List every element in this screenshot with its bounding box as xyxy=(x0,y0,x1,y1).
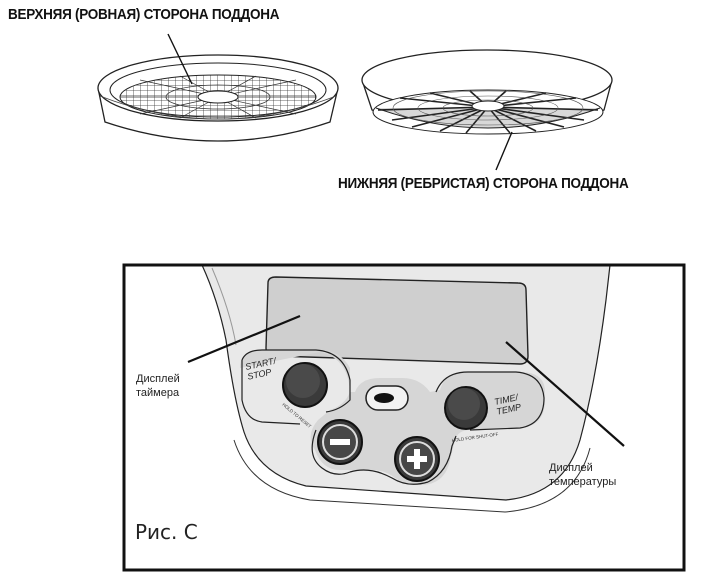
top-label-leader-line xyxy=(167,33,193,85)
control-panel-figure xyxy=(124,264,684,570)
figure-caption: Рис. С xyxy=(135,520,198,544)
timer-display-leader-line xyxy=(187,314,301,364)
start-stop-label: START/ STOP xyxy=(244,355,281,382)
plus-icon xyxy=(407,449,427,469)
figure-frame xyxy=(122,263,686,572)
temp-display-leader-line xyxy=(505,341,625,447)
plus-button[interactable] xyxy=(394,436,440,482)
tray-top-side-illustration xyxy=(97,54,339,142)
minus-icon xyxy=(330,439,350,445)
time-temp-sublabel: HOLD FOR SHUT-OFF xyxy=(451,431,498,443)
start-stop-button[interactable] xyxy=(282,362,328,408)
indicator-light xyxy=(365,385,409,411)
bottom-side-label: НИЖНЯЯ (РЕБРИСТАЯ) СТОРОНА ПОДДОНА xyxy=(338,175,629,192)
top-side-label: ВЕРХНЯЯ (РОВНАЯ) СТОРОНА ПОДДОНА xyxy=(8,6,280,23)
temperature-display-label: Дисплей температуры xyxy=(549,462,617,488)
tray-bottom-side-illustration xyxy=(361,49,613,135)
time-temp-button[interactable] xyxy=(444,386,488,430)
minus-button[interactable] xyxy=(317,419,363,465)
bottom-label-leader-line xyxy=(495,131,513,171)
timer-display-label: Дисплей таймера xyxy=(136,373,180,399)
